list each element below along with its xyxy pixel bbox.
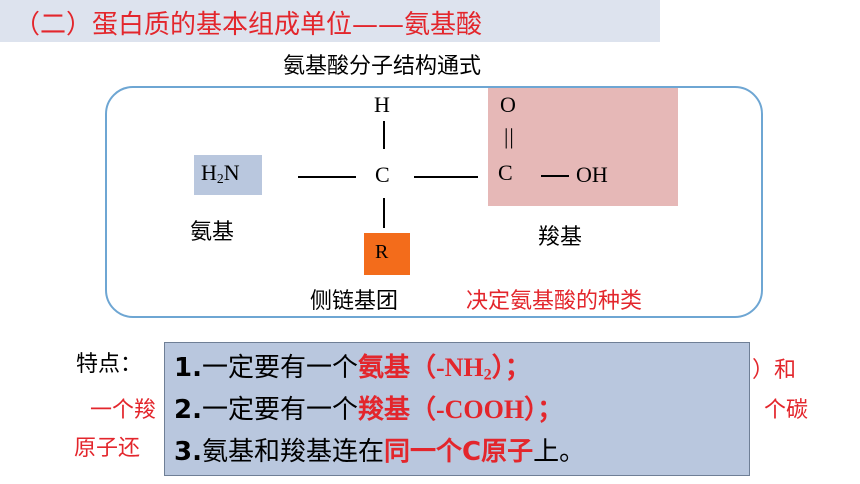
- feature-line2-right: 个碳: [764, 398, 809, 423]
- amino-formula: H2N: [201, 160, 240, 186]
- bond-c-c: [414, 176, 478, 178]
- structure-frame: [105, 86, 763, 318]
- top-hydrogen: H: [374, 92, 390, 117]
- double-bond: ||: [504, 124, 515, 149]
- hydroxyl: OH: [576, 162, 608, 187]
- popup-point-2: 2.一定要有一个羧基（-COOH）；: [174, 395, 564, 425]
- r-group-box: [364, 233, 410, 275]
- carboxyl-label: 羧基: [538, 225, 583, 250]
- slide-title: （二）蛋白质的基本组成单位——氨基酸: [14, 10, 483, 40]
- feature-line3-left: 原子还: [74, 436, 141, 461]
- popup-point-3: 3.氨基和羧基连在同一个C原子上。: [174, 437, 586, 467]
- side-chain-label: 侧链基团: [310, 289, 399, 314]
- bond-n-c: [298, 176, 356, 178]
- amino-group-box: [194, 155, 262, 195]
- carboxyl-group-box: [488, 88, 678, 206]
- summary-popup: 1.一定要有一个氨基（-NH2）； 2.一定要有一个羧基（-COOH）； 3.氨…: [164, 342, 750, 476]
- bond-c-h: [383, 121, 385, 149]
- carboxyl-oxygen: O: [500, 92, 516, 117]
- feature-line1-tail: ）和: [752, 358, 797, 383]
- structure-subtitle: 氨基酸分子结构通式: [283, 54, 482, 79]
- r-group: R: [375, 241, 389, 263]
- feature-label: 特点：: [76, 352, 143, 377]
- bond-c-r: [383, 198, 385, 228]
- title-bar: [0, 0, 660, 42]
- amino-label: 氨基: [190, 220, 235, 245]
- feature-line2-left: 一个羧: [90, 398, 157, 423]
- alpha-carbon: C: [375, 162, 390, 187]
- side-chain-note: 决定氨基酸的种类: [466, 289, 643, 314]
- carboxyl-carbon: C: [498, 160, 513, 185]
- bond-c-oh: [541, 175, 569, 177]
- popup-point-1: 1.一定要有一个氨基（-NH2）；: [174, 353, 531, 384]
